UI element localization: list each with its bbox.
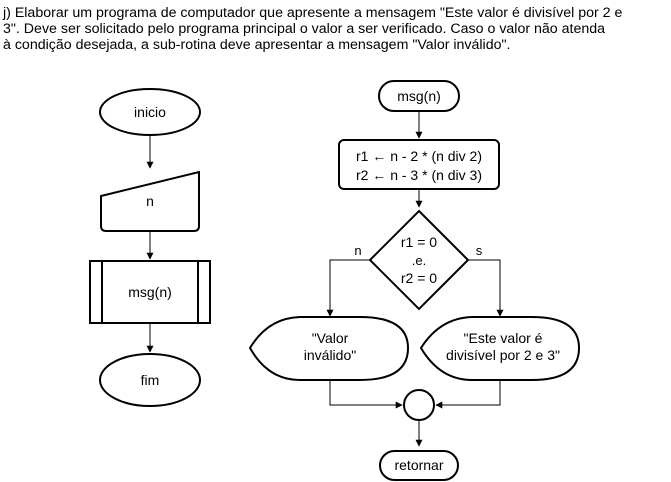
display-invalid-line-1: "Valor	[312, 330, 349, 346]
connector-decision-false	[326, 259, 370, 317]
decision-line-3: r2 = 0	[401, 270, 437, 286]
subroutine-return-label: retornar	[394, 457, 443, 473]
subroutine-flow: msg(n) r1 ← n - 2 * (n div 2) r2 ← n - 3…	[248, 80, 581, 481]
display-divisible-line-1: "Este valor é	[464, 330, 543, 346]
statement-line-2: 3". Deve ser solicitado pelo programa pr…	[3, 21, 606, 37]
merge-connector	[403, 389, 435, 421]
statement-line-1: j) Elaborar um programa de computador qu…	[3, 5, 623, 21]
terminal-end: fim	[99, 353, 201, 407]
decision-line-2: .e.	[412, 253, 426, 268]
decision-line-1: r1 = 0	[401, 234, 437, 250]
terminal-start: inicio	[99, 88, 201, 136]
subroutine-call-label: msg(n)	[128, 284, 172, 300]
assignment-line-1: r1 ← n - 2 * (n div 2)	[356, 148, 482, 164]
display-invalid-block: "Valor inválido"	[248, 316, 410, 381]
branch-true-label: s	[476, 243, 483, 258]
subroutine-start-terminal: msg(n)	[378, 80, 460, 112]
statement-line-3: à condição desejada, a sub-rotina deve a…	[3, 37, 511, 53]
branch-false-label: n	[354, 243, 361, 258]
assignment-line-2: r2 ← n - 3 * (n div 3)	[356, 167, 482, 183]
connector-false-to-merge	[329, 381, 403, 409]
terminal-end-label: fim	[141, 372, 160, 388]
display-divisible-line-2: divisível por 2 e 3"	[446, 347, 560, 363]
main-program-flow: inicio n msg(n) fim	[89, 88, 211, 407]
terminal-start-label: inicio	[134, 104, 166, 120]
connector-decision-true	[468, 259, 504, 317]
subroutine-return-terminal: retornar	[379, 450, 459, 481]
subroutine-start-label: msg(n)	[397, 88, 441, 104]
display-invalid-line-2: inválido"	[304, 347, 356, 363]
manual-input-label: n	[146, 193, 154, 209]
connector-true-to-merge	[435, 381, 501, 409]
manual-input-block: n	[100, 170, 200, 232]
subroutine-call-block: msg(n)	[89, 260, 211, 324]
display-divisible-block: "Este valor é divisível por 2 e 3"	[419, 316, 581, 381]
assignment-process-block: r1 ← n - 2 * (n div 2) r2 ← n - 3 * (n d…	[338, 139, 500, 190]
decision-block: r1 = 0 .e. r2 = 0	[368, 209, 470, 311]
exercise-statement: j) Elaborar um programa de computador qu…	[3, 5, 668, 53]
